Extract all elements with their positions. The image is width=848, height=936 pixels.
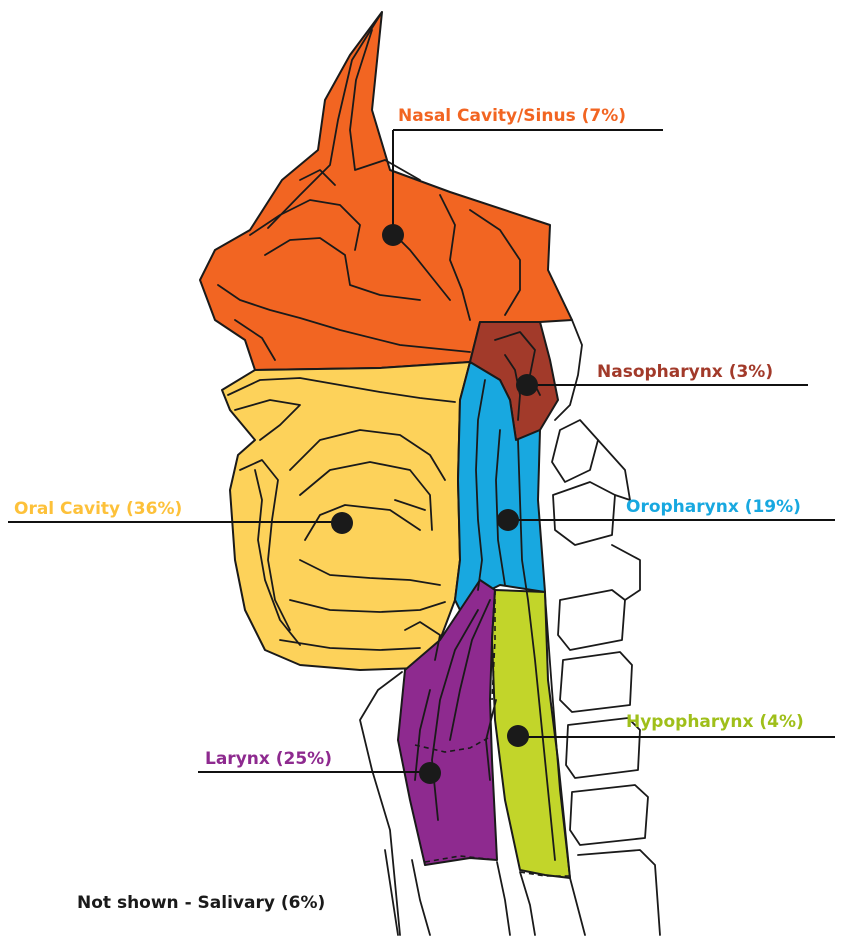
- marker-nasopharynx: [516, 374, 538, 396]
- marker-oral-cavity: [331, 512, 353, 534]
- label-larynx: Larynx (25%): [205, 749, 332, 769]
- footnote-salivary: Not shown - Salivary (6%): [77, 893, 325, 913]
- label-nasal-cavity: Nasal Cavity/Sinus (7%): [398, 106, 626, 126]
- marker-hypopharynx: [507, 725, 529, 747]
- label-oral-cavity: Oral Cavity (36%): [14, 499, 182, 519]
- label-nasopharynx: Nasopharynx (3%): [597, 362, 773, 382]
- label-oropharynx: Oropharynx (19%): [626, 497, 801, 517]
- label-hypopharynx: Hypopharynx (4%): [626, 712, 804, 732]
- marker-oropharynx: [497, 509, 519, 531]
- region-nasal-cavity: [200, 12, 572, 370]
- marker-larynx: [419, 762, 441, 784]
- marker-nasal-cavity: [382, 224, 404, 246]
